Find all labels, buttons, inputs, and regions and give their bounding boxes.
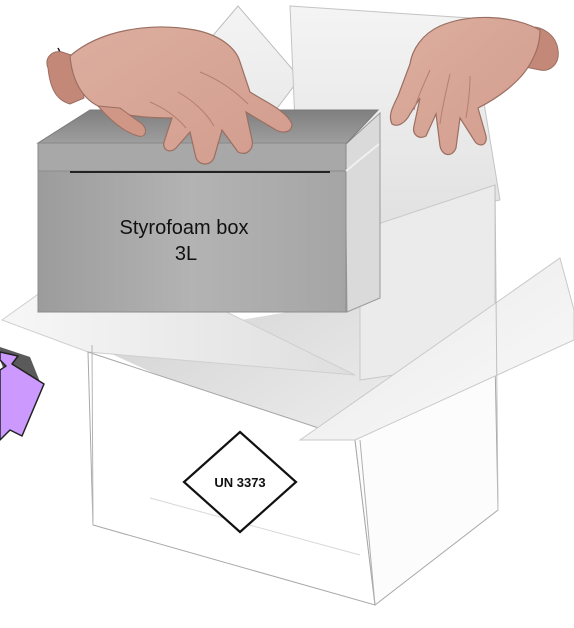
- styrofoam-lid-front: [38, 143, 346, 171]
- styrofoam-label-line2: 3L: [175, 243, 197, 265]
- purple-arrow: [0, 347, 44, 440]
- styrofoam-side: [345, 113, 380, 312]
- styrofoam-label-line1: Styrofoam box: [120, 217, 249, 239]
- un3373-text: UN 3373: [214, 475, 265, 490]
- styrofoam-front: [38, 171, 346, 312]
